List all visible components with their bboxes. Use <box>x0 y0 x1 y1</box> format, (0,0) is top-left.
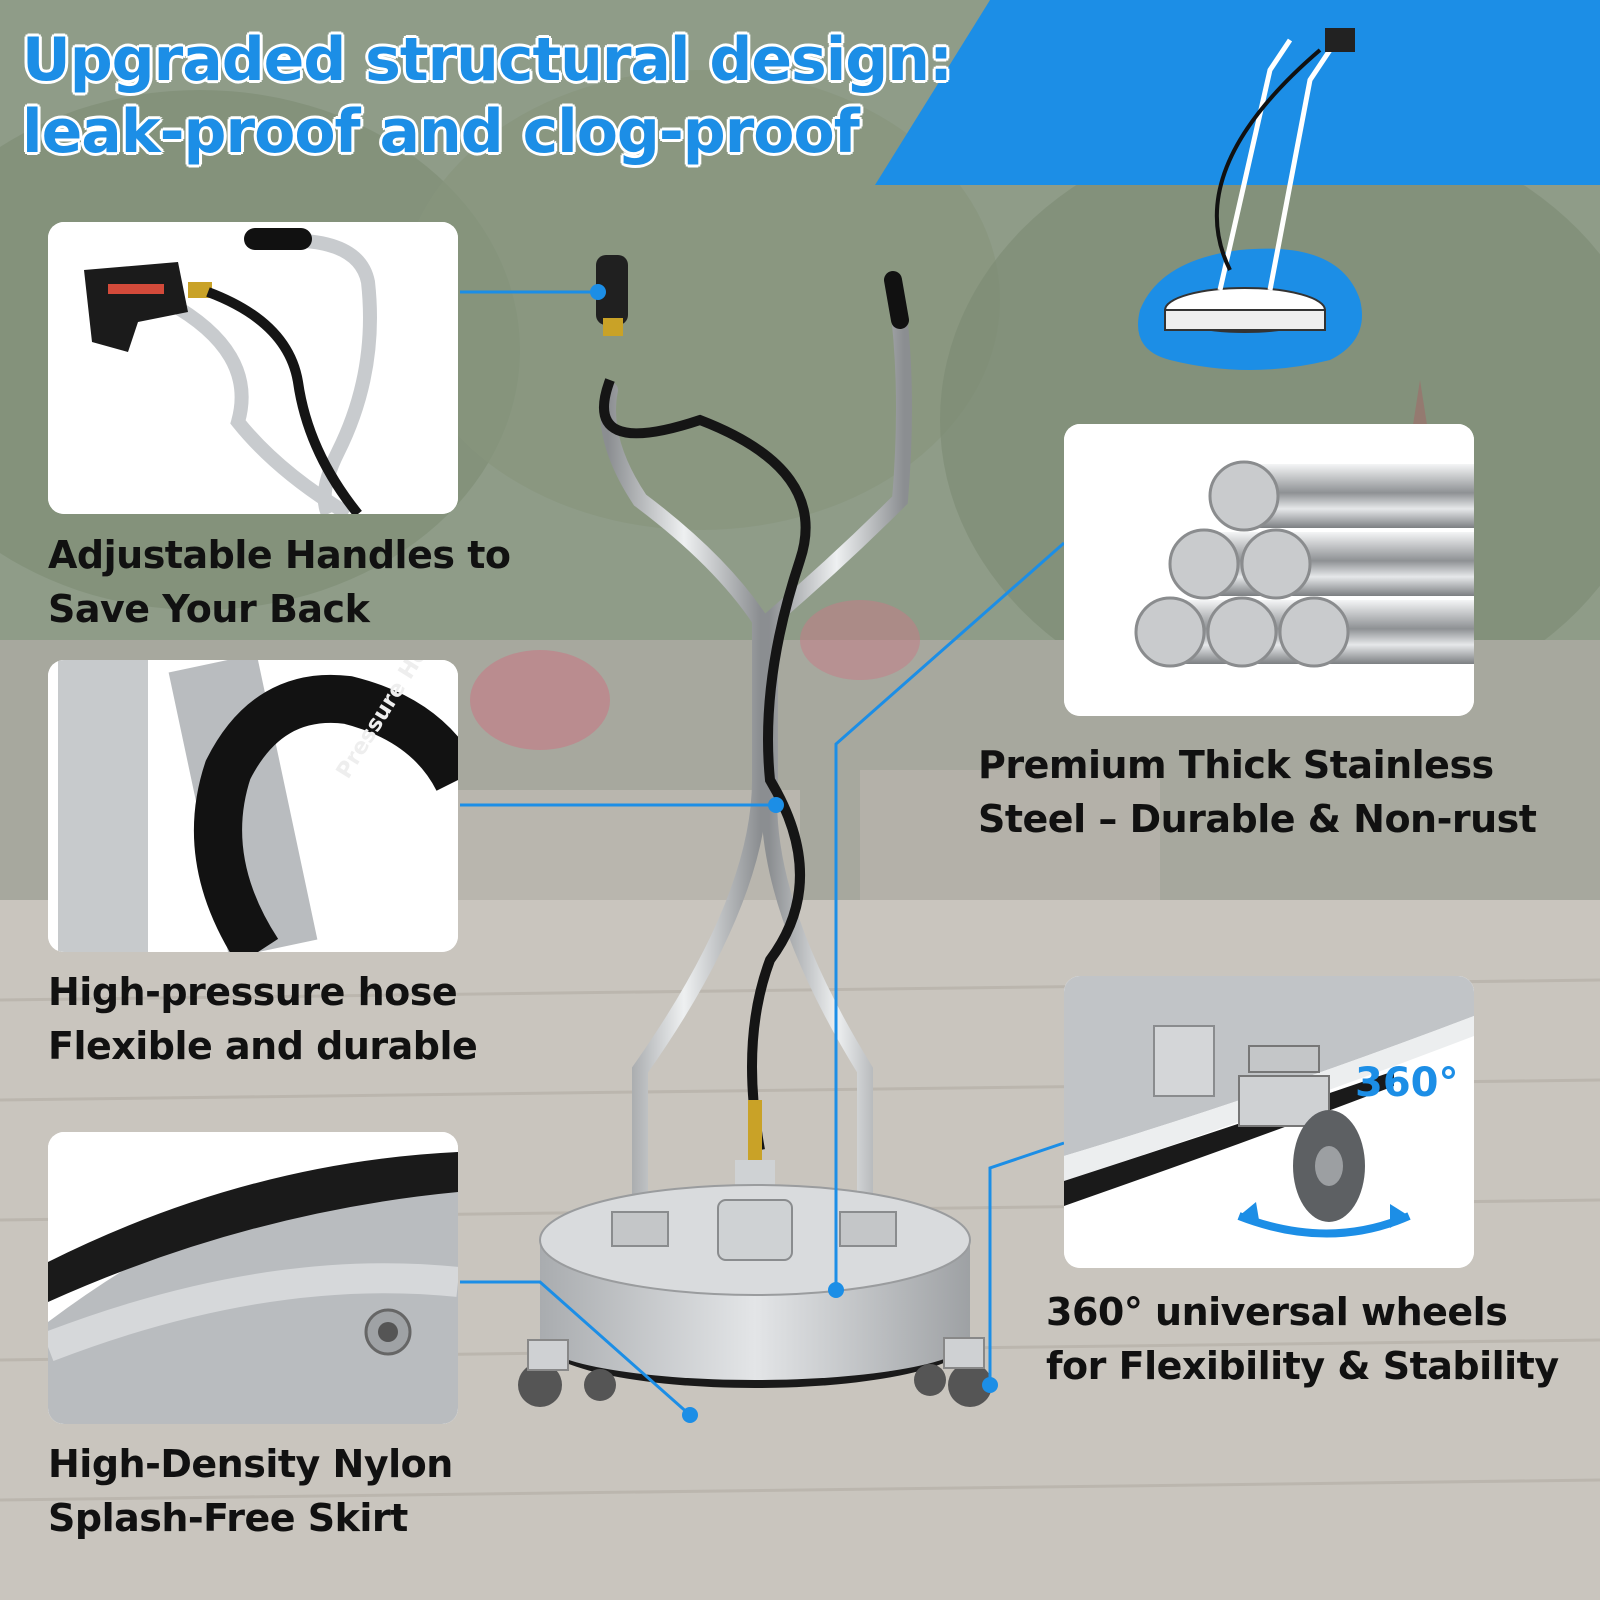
handle-grip-image <box>48 222 458 514</box>
skirt-caption: High-Density Nylon Splash-Free Skirt <box>48 1442 453 1540</box>
nylon-skirt-image <box>48 1132 458 1424</box>
steel-detail-panel <box>1064 424 1474 716</box>
handles-caption: Adjustable Handles to Save Your Back <box>48 533 511 631</box>
skirt-detail-panel <box>48 1132 458 1424</box>
caster-wheel-image <box>1064 976 1474 1268</box>
headline-line-1: Upgraded structural design: <box>22 25 953 95</box>
hose-caption: High-pressure hose Flexible and durable <box>48 970 478 1068</box>
blue-banner <box>875 0 1600 185</box>
wheels-detail-panel <box>1064 976 1474 1268</box>
wheels-caption: 360° universal wheels for Flexibility & … <box>1046 1290 1559 1388</box>
hose-detail-panel: Pressure Hose WP 4500 PSI <box>48 660 458 952</box>
headline: Upgraded structural design: leak-proof a… <box>22 24 953 168</box>
headline-line-2: leak-proof and clog-proof <box>22 97 860 167</box>
steel-rods-image <box>1064 424 1474 716</box>
rotation-badge: 360° <box>1355 1060 1459 1106</box>
product-thumbnail <box>1138 28 1362 370</box>
hose-closeup-image: Pressure Hose WP 4500 PSI <box>48 660 458 952</box>
steel-caption: Premium Thick Stainless Steel – Durable … <box>978 743 1537 841</box>
handles-detail-panel <box>48 222 458 514</box>
